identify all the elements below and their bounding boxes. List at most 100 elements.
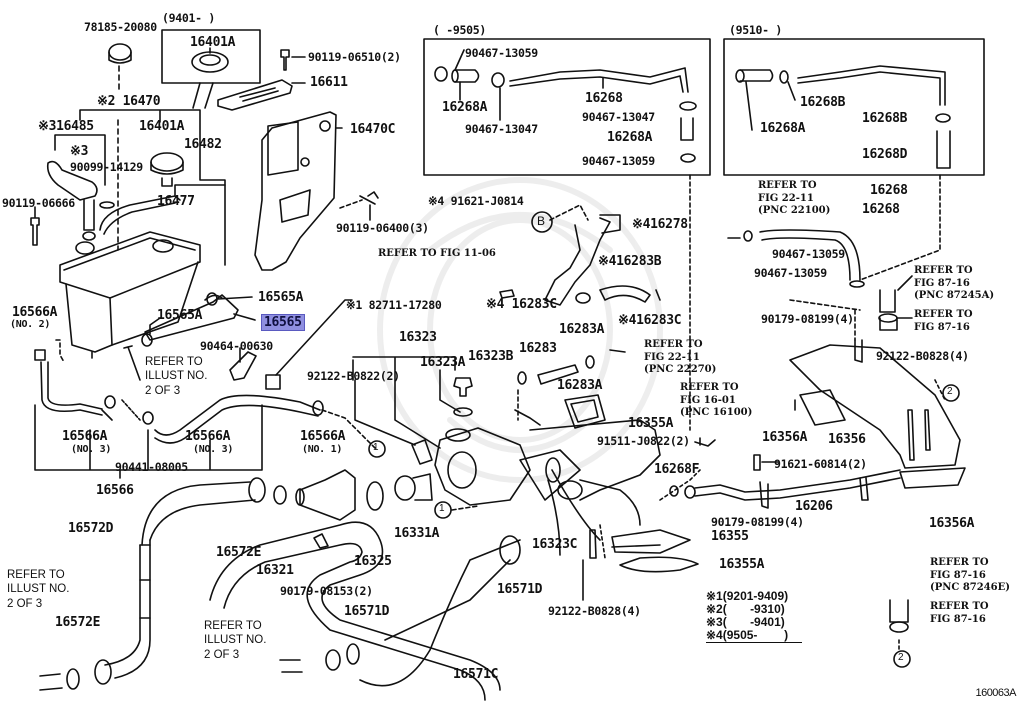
part-label[interactable]: 90179-08153(2): [280, 584, 373, 598]
part-label[interactable]: 16566A: [300, 429, 346, 444]
part-label[interactable]: ※4 16283C: [486, 297, 557, 312]
part-label[interactable]: 16565A: [258, 290, 304, 305]
part-label[interactable]: 90464-00630: [200, 339, 273, 353]
part-label[interactable]: ※2 16470: [97, 94, 161, 109]
part-label[interactable]: 16323B: [468, 349, 514, 364]
watermark-logo: [377, 177, 663, 483]
part-label[interactable]: ※416278: [632, 217, 688, 232]
part-label[interactable]: 91511-J0822(2): [597, 434, 690, 448]
part-label[interactable]: 16356A: [762, 430, 808, 445]
part-label[interactable]: 92122-B0828(4): [876, 349, 969, 363]
part-label[interactable]: ※416283C: [618, 313, 682, 328]
reference-note[interactable]: REFER TO FIG 16-01 (PNC 16100): [680, 382, 753, 418]
part-label[interactable]: ※4 91621-J0814: [428, 194, 524, 208]
part-label[interactable]: 90467-13047: [582, 110, 655, 124]
part-label[interactable]: 16283A: [559, 322, 605, 337]
part-label[interactable]: 16268B: [800, 95, 846, 110]
reference-note[interactable]: REFER TO ILLUST NO. 2 OF 3: [145, 356, 208, 397]
part-label[interactable]: 16325: [354, 554, 392, 569]
callout-circle-1[interactable]: 1: [439, 503, 445, 514]
part-label[interactable]: 16268A: [607, 130, 653, 145]
part-label[interactable]: 16572D: [68, 521, 114, 536]
part-label[interactable]: 90467-13059: [754, 266, 827, 280]
reference-note[interactable]: REFER TO FIG 87-16 (PNC 87246E): [930, 557, 1010, 593]
part-label[interactable]: 16321: [256, 563, 294, 578]
part-label[interactable]: 16323A: [420, 355, 466, 370]
part-label[interactable]: 90441-08005: [115, 460, 188, 474]
part-label[interactable]: 90119-06666: [2, 196, 75, 210]
part-label[interactable]: 16268: [862, 202, 900, 217]
part-label[interactable]: 90119-06510(2): [308, 50, 401, 64]
part-label[interactable]: 16355A: [719, 557, 765, 572]
callout-circle-2[interactable]: 2: [947, 386, 953, 397]
reference-note[interactable]: REFER TO ILLUST NO. 2 OF 3: [7, 569, 70, 610]
part-label[interactable]: 16356: [828, 432, 866, 447]
part-label[interactable]: 78185-20080: [84, 20, 157, 34]
part-label[interactable]: 16323C: [532, 537, 578, 552]
legend-item: ※4(9505- ): [706, 629, 802, 643]
part-label[interactable]: 16611: [310, 75, 348, 90]
part-label[interactable]: 16571D: [497, 582, 543, 597]
reference-note[interactable]: REFER TO FIG 22-11 (PNC 22270): [644, 339, 717, 375]
part-label[interactable]: 16268: [585, 91, 623, 106]
part-label[interactable]: 16268A: [760, 121, 806, 136]
part-label[interactable]: 90467-13059: [772, 247, 845, 261]
part-label[interactable]: 16571C: [453, 667, 499, 682]
reference-note[interactable]: REFER TO FIG 87-16: [930, 601, 989, 625]
reference-note[interactable]: REFER TO FIG 11-06: [378, 248, 496, 259]
part-label[interactable]: 16283A: [557, 378, 603, 393]
part-label[interactable]: 16268D: [862, 147, 908, 162]
part-label[interactable]: 16268F: [654, 462, 700, 477]
part-label[interactable]: 92122-B0828(4): [548, 604, 641, 618]
part-label[interactable]: 16401A: [190, 35, 236, 50]
part-label[interactable]: 92122-B0822(2): [307, 369, 400, 383]
bracket-16470c-icon: [254, 111, 337, 271]
part-label[interactable]: 16268B: [862, 111, 908, 126]
part-label[interactable]: 16566A: [12, 305, 58, 320]
part-label[interactable]: ※416283B: [598, 254, 662, 269]
part-label[interactable]: 16331A: [394, 526, 440, 541]
part-label[interactable]: ※1 82711-17280: [346, 298, 442, 312]
part-label[interactable]: 90179-08199(4): [761, 312, 854, 326]
part-label[interactable]: 16268: [870, 183, 908, 198]
callout-circle-1[interactable]: 1: [373, 442, 379, 453]
part-label[interactable]: 91621-60814(2): [774, 457, 867, 471]
part-label[interactable]: 16401A: [139, 119, 185, 134]
part-label[interactable]: 16565A: [157, 308, 203, 323]
part-note: (NO. 2): [10, 319, 51, 330]
reference-note[interactable]: REFER TO FIG 87-16 (PNC 87245A): [914, 265, 995, 301]
reference-note[interactable]: REFER TO FIG 87-16: [914, 309, 973, 333]
part-label[interactable]: ※316485: [38, 119, 94, 134]
part-label[interactable]: 90467-13059: [582, 154, 655, 168]
reference-note[interactable]: REFER TO ILLUST NO. 2 OF 3: [204, 620, 267, 661]
part-label[interactable]: 16571D: [344, 604, 390, 619]
part-label[interactable]: 16566A: [185, 429, 231, 444]
part-label[interactable]: 16470C: [350, 122, 396, 137]
callout-circle-b[interactable]: B: [537, 214, 546, 228]
part-label[interactable]: 16356A: [929, 516, 975, 531]
part-label[interactable]: 90179-08199(4): [711, 515, 804, 529]
part-label[interactable]: 16355A: [628, 416, 674, 431]
reference-note[interactable]: REFER TO FIG 22-11 (PNC 22100): [758, 180, 831, 216]
footnote-marker: ※3: [70, 144, 89, 159]
part-label[interactable]: 16268A: [442, 100, 488, 115]
part-label[interactable]: 16355: [711, 529, 749, 544]
part-label[interactable]: 16323: [399, 330, 437, 345]
part-label[interactable]: 16206: [795, 499, 833, 514]
part-label[interactable]: 16566: [96, 483, 134, 498]
part-label[interactable]: 90467-13059: [465, 46, 538, 60]
part-label[interactable]: 16572E: [216, 545, 262, 560]
part-label-highlighted[interactable]: 16565: [261, 314, 305, 331]
water-pipe-icon: [529, 419, 661, 501]
part-label[interactable]: 16566A: [62, 429, 108, 444]
box-early-hose: [423, 38, 711, 176]
part-label[interactable]: 16572E: [55, 615, 101, 630]
part-label[interactable]: 16283: [519, 341, 557, 356]
part-label[interactable]: 16482: [184, 137, 222, 152]
part-label[interactable]: 16477: [157, 194, 195, 209]
part-label[interactable]: 90099-14129: [70, 160, 143, 174]
callout-circle-2[interactable]: 2: [898, 652, 904, 663]
part-label[interactable]: 90119-06400(3): [336, 221, 429, 235]
part-label[interactable]: 90467-13047: [465, 122, 538, 136]
date-range-label: (9510- ): [729, 23, 782, 37]
